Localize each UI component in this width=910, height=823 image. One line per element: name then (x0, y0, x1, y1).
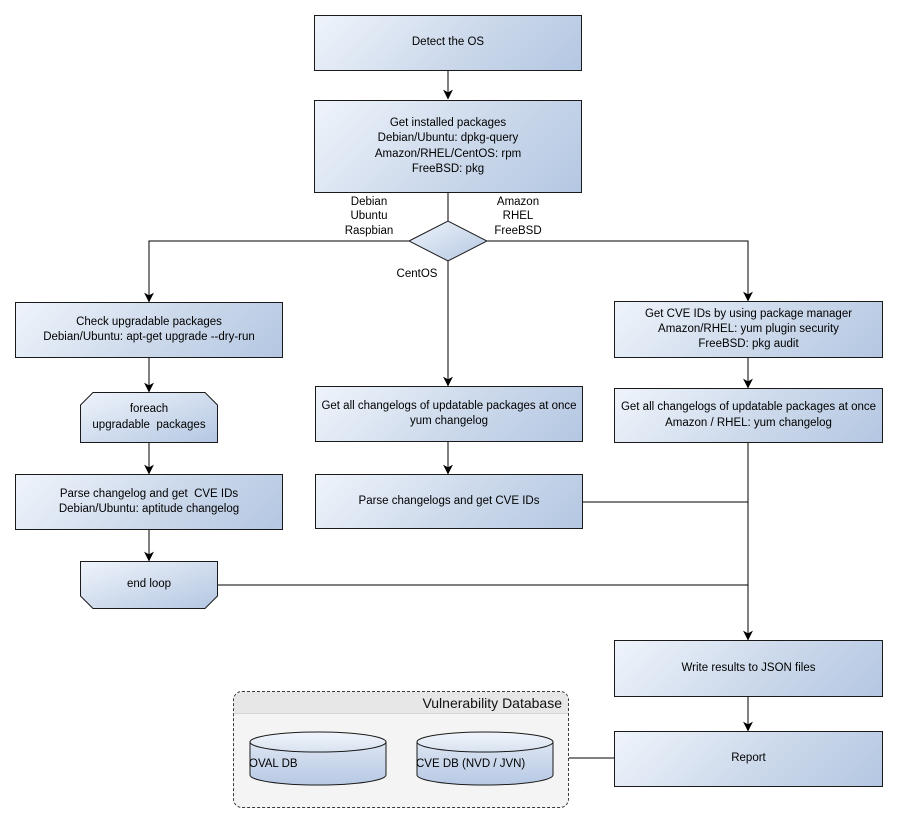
node-end-loop: end loop (80, 561, 218, 609)
node-parse-changelogs-centos: Parse changelogs and get CVE IDs (315, 474, 583, 529)
node-report: Report (614, 731, 883, 787)
cve-db-label: CVE DB (NVD / JVN) (416, 757, 526, 770)
oval-db-label: OVAL DB (249, 757, 298, 770)
node-foreach-loop-label: foreach upgradable packages (92, 403, 206, 431)
node-get-installed-packages: Get installed packages Debian/Ubuntu: dp… (314, 100, 582, 193)
node-report-label: Report (731, 752, 766, 765)
node-get-cve-pkg-manager: Get CVE IDs by using package manager Ama… (614, 301, 883, 358)
database-oval-db: OVAL DB (249, 731, 387, 786)
loop-start-icon (80, 392, 218, 443)
node-parse-changelogs-centos-label: Parse changelogs and get CVE IDs (358, 494, 540, 507)
node-os-decision (408, 220, 488, 262)
cylinder-icon (416, 731, 554, 786)
node-check-upgradable-label: Check upgradable packages Debian/Ubuntu:… (43, 315, 255, 343)
node-foreach-loop: foreach upgradable packages (80, 392, 218, 443)
branch-label-debian: Debian Ubuntu Raspbian (344, 196, 394, 237)
branch-label-centos: CentOS (396, 268, 438, 280)
database-cve-db: CVE DB (NVD / JVN) (416, 731, 554, 786)
node-get-changelogs-centos-label: Get all changelogs of updatable packages… (321, 399, 577, 427)
node-parse-changelog-debian-label: Parse changelog and get CVE IDs Debian/U… (58, 487, 240, 515)
node-end-loop-label: end loop (126, 578, 172, 591)
edge-decision-to-amazon (487, 240, 753, 302)
node-parse-changelog-debian: Parse changelog and get CVE IDs Debian/U… (15, 474, 283, 530)
edge-decision-to-debian (144, 240, 409, 303)
node-write-json-label: Write results to JSON files (681, 661, 816, 674)
node-get-installed-packages-label: Get installed packages Debian/Ubuntu: dp… (374, 117, 522, 175)
vulnerability-database-title: Vulnerability Database (234, 692, 568, 714)
node-get-changelogs-amazon: Get all changelogs of updatable packages… (614, 388, 883, 443)
loop-end-icon (80, 561, 218, 609)
node-get-cve-pkg-manager-label: Get CVE IDs by using package manager Ama… (644, 307, 853, 351)
node-detect-os: Detect the OS (314, 15, 582, 71)
node-get-changelogs-amazon-label: Get all changelogs of updatable packages… (620, 401, 877, 429)
branch-label-amazon: Amazon RHEL FreeBSD (494, 196, 542, 237)
diamond-icon (408, 220, 488, 262)
node-write-json: Write results to JSON files (614, 640, 883, 697)
node-check-upgradable: Check upgradable packages Debian/Ubuntu:… (15, 302, 283, 358)
node-detect-os-label: Detect the OS (411, 36, 485, 49)
cylinder-icon (249, 731, 387, 786)
node-get-changelogs-centos: Get all changelogs of updatable packages… (315, 386, 583, 442)
